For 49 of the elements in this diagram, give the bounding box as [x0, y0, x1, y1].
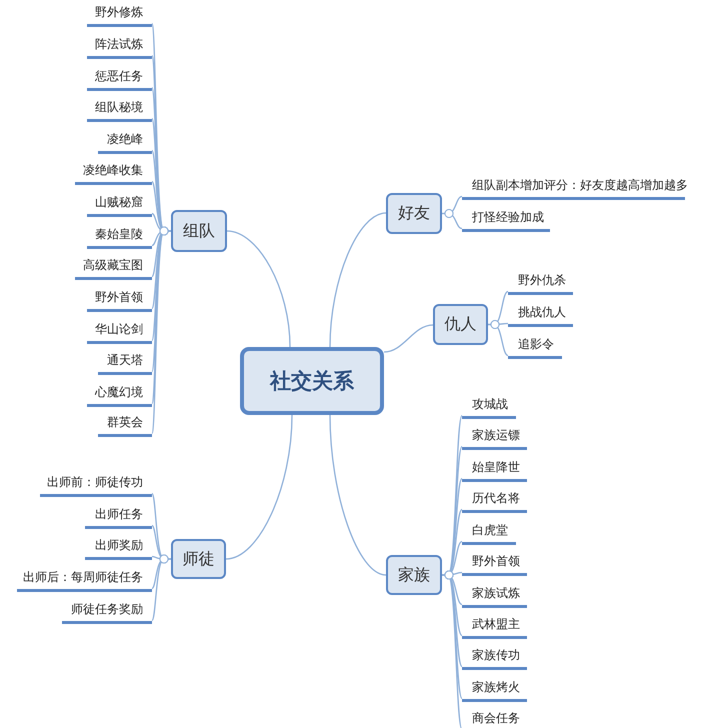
- subtopic-label: 出师前：师徒传功: [40, 473, 152, 497]
- subtopic-label: 组队副本增加评分：好友度越高增加越多: [462, 176, 685, 200]
- topic-box: 师徒: [171, 539, 226, 579]
- topic-box: 仇人: [433, 304, 488, 345]
- subtopic-label: 凌绝峰: [98, 130, 152, 154]
- subtopic-label: 家族传功: [462, 646, 527, 670]
- subtopic-label: 挑战仇人: [508, 303, 573, 327]
- connector: [329, 414, 386, 576]
- subtopic-label: 秦始皇陵: [87, 225, 152, 249]
- subtopic-label: 师徒任务奖励: [62, 600, 152, 624]
- topic-box: 好友: [386, 193, 442, 234]
- subtopic-label: 始皇降世: [462, 458, 527, 482]
- subtopic-label: 出师后：每周师徒任务: [17, 568, 152, 592]
- subtopic-label: 阵法试炼: [87, 35, 152, 59]
- subtopic-label: 白虎堂: [462, 521, 516, 545]
- connector: [226, 230, 291, 348]
- subtopic-label: 家族烤火: [462, 678, 527, 702]
- subtopic-label: 攻城战: [462, 395, 516, 419]
- subtopic-label: 高级藏宝图: [75, 256, 152, 280]
- subtopic-label: 追影令: [508, 335, 562, 359]
- subtopic-label: 野外仇杀: [508, 271, 573, 295]
- subtopic-label: 家族运镖: [462, 426, 527, 450]
- connector: [226, 414, 293, 560]
- subtopic-label: 野外首领: [462, 552, 527, 576]
- subtopic-label: 武林盟主: [462, 615, 527, 639]
- subtopic-label: 山贼秘窟: [87, 193, 152, 217]
- subtopic-label: 打怪经验加成: [462, 208, 550, 232]
- subtopic-label: 通天塔: [98, 351, 152, 375]
- subtopic-label: 组队秘境: [87, 98, 152, 122]
- subtopic-label: 商会任务: [462, 709, 527, 728]
- connector: [488, 320, 508, 356]
- subtopic-label: 家族试炼: [462, 584, 527, 608]
- connector: [384, 324, 434, 353]
- connector: [442, 209, 462, 230]
- topic-box: 组队: [171, 210, 227, 252]
- subtopic-label: 群英会: [98, 413, 152, 437]
- central-topic-box: 社交关系: [240, 347, 384, 415]
- subtopic-label: 惩恶任务: [87, 67, 152, 91]
- subtopic-label: 华山论剑: [87, 320, 152, 344]
- subtopic-label: 出师任务: [85, 505, 152, 529]
- subtopic-label: 历代名将: [462, 489, 527, 513]
- subtopic-label: 野外修炼: [87, 3, 152, 27]
- subtopic-label: 凌绝峰收集: [75, 161, 152, 185]
- connector: [329, 212, 386, 348]
- subtopic-label: 出师奖励: [85, 536, 152, 560]
- subtopic-label: 野外首领: [87, 288, 152, 312]
- topic-box: 家族: [386, 555, 442, 595]
- connector: [151, 554, 171, 621]
- subtopic-label: 心魔幻境: [87, 383, 152, 407]
